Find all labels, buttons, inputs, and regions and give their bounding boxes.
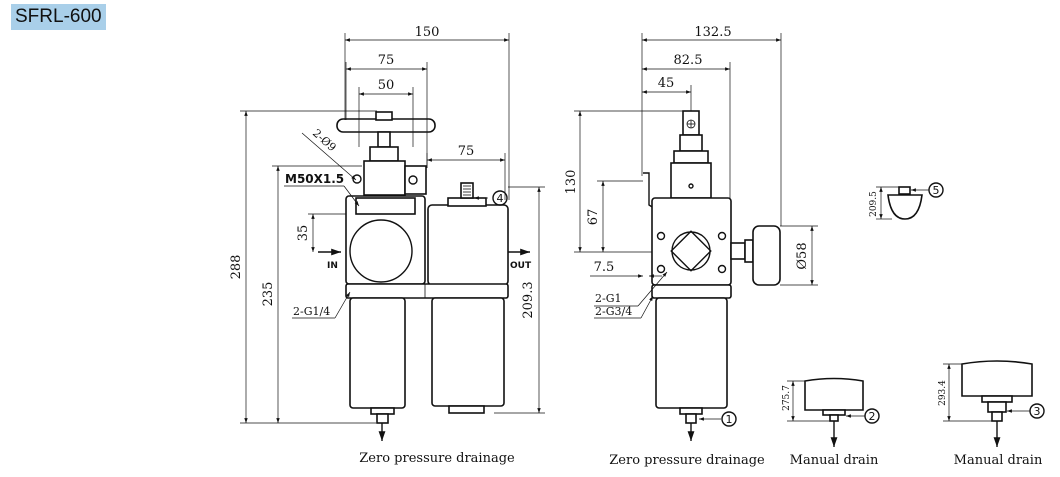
pressure-gauge xyxy=(752,225,781,286)
callout-2-circle xyxy=(864,408,880,424)
side-view xyxy=(574,33,818,441)
dim-35: 35 xyxy=(296,225,311,242)
dim-50: 50 xyxy=(378,78,395,93)
dim-293-4: 293.4 xyxy=(938,380,948,406)
dim-209-3: 209.3 xyxy=(521,281,536,318)
side-bonnet-nut xyxy=(679,134,703,152)
leader-2-g3-4 xyxy=(640,295,654,319)
label-port: 2-G1/4 xyxy=(293,305,330,318)
label-thread: M50X1.5 xyxy=(285,172,344,186)
side-drain xyxy=(679,407,703,415)
callout-5-circle xyxy=(928,182,944,198)
mount-hole-right xyxy=(408,175,418,185)
lubricator-plug xyxy=(448,405,485,414)
handle-stem xyxy=(377,131,391,148)
dim-phi58: Ø58 xyxy=(795,242,810,269)
detail-2 xyxy=(787,377,880,447)
callout-3-circle xyxy=(1029,403,1045,419)
detail-3-bowl xyxy=(961,360,1033,397)
dim-132-5: 132.5 xyxy=(694,25,731,40)
callout-4: 4 xyxy=(497,192,504,205)
callout-2: 2 xyxy=(869,410,876,423)
caption-detail-3: Manual drain xyxy=(954,453,1043,468)
side-bowl xyxy=(655,297,728,409)
dim-7-5: 7.5 xyxy=(594,260,615,275)
side-vent xyxy=(688,183,694,189)
label-2-g1: 2-G1 xyxy=(595,292,622,305)
bonnet-nut xyxy=(369,146,399,162)
mount-hole-left xyxy=(352,174,362,184)
dim-130: 130 xyxy=(564,170,579,195)
label-2-phi9: 2-Ø9 xyxy=(310,127,339,155)
detail-2-tip xyxy=(829,414,839,422)
label-in: IN xyxy=(327,261,338,271)
dim-67: 67 xyxy=(586,209,601,226)
caption-side: Zero pressure drainage xyxy=(609,453,765,468)
model-title: SFRL-600 xyxy=(11,4,106,30)
gauge-stem xyxy=(730,242,746,260)
dim-209-5: 209.5 xyxy=(869,191,879,217)
lubricator-body xyxy=(427,204,509,286)
leader-port xyxy=(334,291,351,319)
dim-75-offset: 75 xyxy=(458,144,475,159)
leader-thread xyxy=(343,185,360,207)
detail-3 xyxy=(943,360,1045,447)
lubricator-bowl xyxy=(431,297,505,407)
regulator-neck xyxy=(355,197,416,215)
callout-4-circle xyxy=(492,190,508,206)
callout-1-circle xyxy=(721,411,737,427)
bonnet xyxy=(363,160,406,196)
detail-5-stem xyxy=(898,186,911,195)
caption-detail-2: Manual drain xyxy=(790,453,879,468)
side-collar xyxy=(651,284,732,299)
detail-5-cap xyxy=(887,194,923,220)
drain-tip xyxy=(376,413,389,424)
detail-5 xyxy=(876,182,944,220)
callout-5: 5 xyxy=(933,184,940,197)
side-drain-tip xyxy=(685,413,697,424)
lubricator-cap xyxy=(447,197,487,207)
dim-288: 288 xyxy=(229,255,244,280)
caption-front: Zero pressure drainage xyxy=(359,451,515,466)
gauge-nut xyxy=(744,239,754,263)
label-2-g3-4: 2-G3/4 xyxy=(595,305,632,318)
oil-adjust-screw xyxy=(460,182,474,199)
detail-3-tip xyxy=(991,411,1003,422)
dim-235: 235 xyxy=(261,282,276,307)
detail-3-valve xyxy=(987,401,1007,413)
dim-82-5: 82.5 xyxy=(674,53,703,68)
bowl-collar xyxy=(345,283,509,299)
detail-2-bowl xyxy=(804,377,864,411)
dim-150: 150 xyxy=(415,25,440,40)
side-bonnet xyxy=(670,162,712,199)
handle-knob xyxy=(375,111,393,121)
drain-valve xyxy=(370,407,395,415)
regulator-window xyxy=(349,219,413,283)
adjust-handle xyxy=(336,118,436,133)
leader-2-g1 xyxy=(637,271,668,307)
label-out: OUT xyxy=(510,261,532,271)
side-bonnet-upper xyxy=(673,150,709,164)
callout-1: 1 xyxy=(726,413,733,426)
gauge-mount xyxy=(404,165,427,195)
leader-2-phi9 xyxy=(301,132,357,181)
dim-275-7: 275.7 xyxy=(782,385,792,411)
filter-bowl xyxy=(349,297,406,409)
callout-3: 3 xyxy=(1034,405,1041,418)
dim-45: 45 xyxy=(658,76,675,91)
dim-75: 75 xyxy=(378,53,395,68)
detail-3-nut xyxy=(981,395,1013,403)
front-view xyxy=(240,33,545,441)
